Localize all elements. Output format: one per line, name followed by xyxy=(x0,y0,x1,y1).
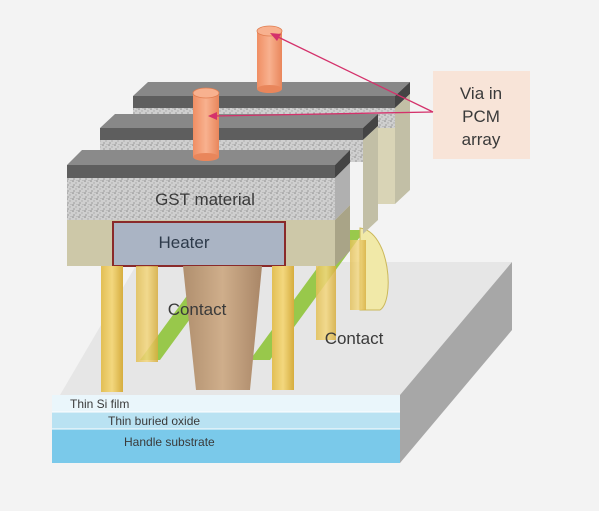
buried-oxide-layer xyxy=(52,412,400,429)
arrow-to-front-via xyxy=(213,111,434,117)
pcm-cell-row-1 xyxy=(67,150,350,267)
heater-label: Heater xyxy=(158,233,209,252)
contact-pillar-4 xyxy=(316,266,336,340)
via-back xyxy=(257,31,282,89)
via-callout-line1: Via in xyxy=(460,84,502,103)
si-film-label: Thin Si film xyxy=(70,397,129,411)
contact-pillars xyxy=(101,240,366,392)
row3-cap-front xyxy=(133,96,395,108)
via-callout-line3: array xyxy=(462,130,501,149)
arrow-to-back-via xyxy=(275,35,434,113)
contact-pillar-5 xyxy=(350,240,366,310)
contact-right-label: Contact xyxy=(325,329,384,348)
gst-material-block xyxy=(67,178,335,220)
handle-substrate-layer xyxy=(52,429,400,463)
vias xyxy=(192,25,283,161)
row1-cap-front xyxy=(67,165,335,178)
substrate-side xyxy=(400,262,512,463)
row2-cap-top xyxy=(100,114,378,128)
contact-pillar-2 xyxy=(136,266,158,362)
contact-pillar-1 xyxy=(101,266,123,392)
arrow-pointer-icon xyxy=(208,33,434,120)
back-contact-cap xyxy=(359,227,389,311)
central-contact-cone xyxy=(183,266,262,390)
via-callout-box xyxy=(433,71,530,159)
handle-substrate-label: Handle substrate xyxy=(124,435,215,449)
row2-cap-front xyxy=(100,128,363,140)
via-callout-line2: PCM xyxy=(462,107,500,126)
buried-oxide-label: Thin buried oxide xyxy=(108,414,200,428)
via-front xyxy=(193,93,219,157)
si-film-layer xyxy=(52,395,400,412)
contact-pillar-3 xyxy=(272,266,294,390)
gst-label: GST material xyxy=(155,190,255,209)
contact-left-label: Contact xyxy=(168,300,227,319)
via-callout: Via in PCM array xyxy=(433,71,530,159)
